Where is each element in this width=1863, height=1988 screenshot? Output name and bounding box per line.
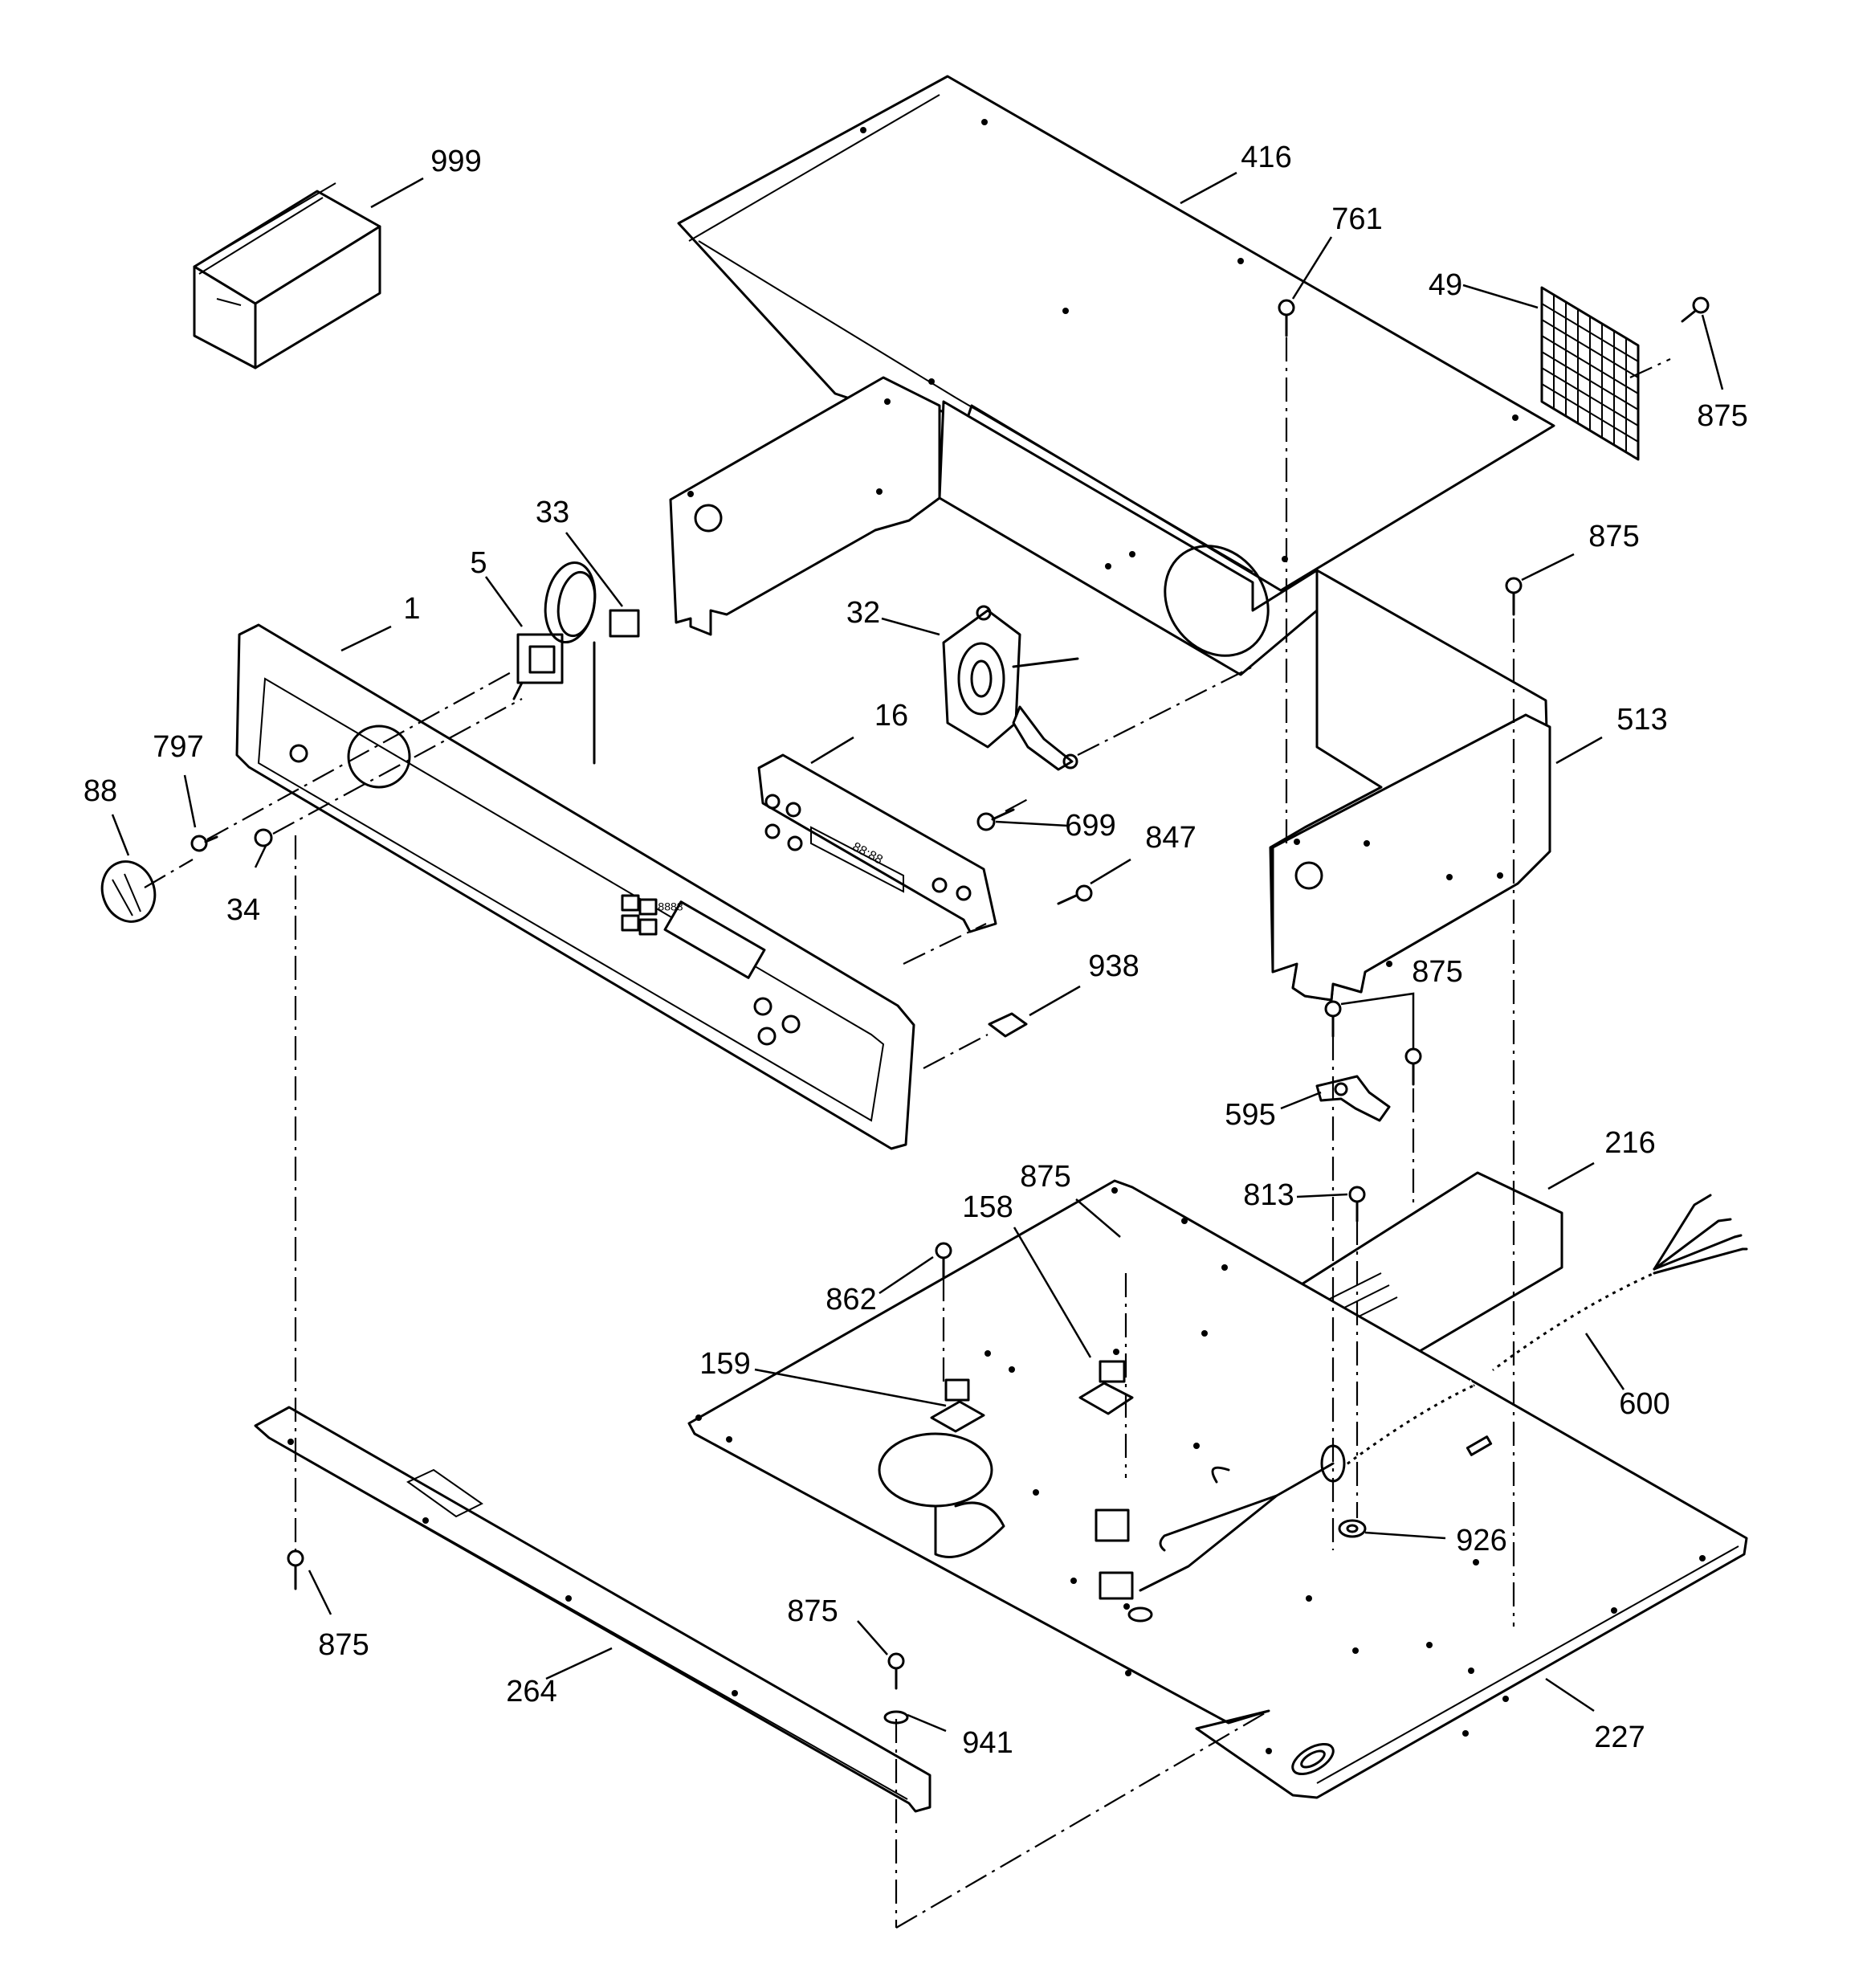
callout-699: 699 bbox=[1065, 809, 1115, 843]
part-32-fan-motor bbox=[942, 605, 1079, 771]
part-1-control-panel: 8888 bbox=[235, 623, 915, 1150]
part-797-screw bbox=[190, 835, 218, 852]
part-158-thermal-switch bbox=[1078, 1360, 1134, 1415]
part-938-clip bbox=[988, 1012, 1028, 1038]
part-875-screw-left-bottom bbox=[287, 1549, 304, 1590]
callout-16: 16 bbox=[874, 699, 908, 733]
part-875-screw-top-right bbox=[1681, 296, 1710, 323]
callout-416: 416 bbox=[1241, 141, 1291, 174]
callout-875-middle: 875 bbox=[1412, 955, 1462, 989]
callout-813: 813 bbox=[1243, 1178, 1294, 1212]
callout-595: 595 bbox=[1225, 1098, 1275, 1132]
control-display-digits: 8888 bbox=[658, 900, 683, 913]
callout-158: 158 bbox=[962, 1190, 1013, 1224]
callout-labels: 999 416 761 49 875 875 33 5 1 32 797 88 … bbox=[84, 141, 1748, 1760]
part-49-screen-mesh bbox=[1540, 286, 1640, 461]
callout-875-trim: 875 bbox=[787, 1594, 838, 1628]
part-264-trim bbox=[254, 1406, 932, 1813]
callout-32: 32 bbox=[846, 596, 880, 630]
callout-227: 227 bbox=[1594, 1721, 1645, 1754]
part-16-electronic-control: 88:88 bbox=[757, 753, 997, 933]
callout-88: 88 bbox=[84, 774, 117, 808]
callout-513: 513 bbox=[1616, 703, 1667, 737]
part-813-screw bbox=[1348, 1186, 1366, 1223]
callout-33: 33 bbox=[536, 496, 569, 529]
callout-941: 941 bbox=[962, 1726, 1013, 1760]
callout-761: 761 bbox=[1331, 202, 1382, 236]
callout-875-left-bottom: 875 bbox=[318, 1628, 369, 1662]
callout-159: 159 bbox=[699, 1347, 750, 1381]
part-159-thermal-switch bbox=[930, 1378, 985, 1433]
callout-926: 926 bbox=[1456, 1524, 1506, 1557]
callout-797: 797 bbox=[153, 730, 203, 764]
callout-875-top-right: 875 bbox=[1697, 399, 1747, 433]
part-5-thermostat bbox=[512, 633, 564, 700]
callout-264: 264 bbox=[506, 1675, 556, 1708]
part-699-screw bbox=[976, 808, 1015, 831]
part-875-screw-trim bbox=[887, 1652, 905, 1690]
part-34-bushing bbox=[254, 828, 273, 847]
callout-1: 1 bbox=[403, 592, 420, 626]
part-595-bracket bbox=[1315, 1075, 1391, 1122]
part-875-screw-right bbox=[1505, 577, 1523, 616]
part-33-sensor-probe bbox=[544, 561, 640, 765]
callout-847: 847 bbox=[1145, 821, 1196, 855]
callout-5: 5 bbox=[470, 546, 487, 580]
part-875-screw-middle bbox=[1324, 1000, 1422, 1086]
callout-34: 34 bbox=[226, 893, 260, 927]
part-227-bottom-panel bbox=[687, 1179, 1748, 1799]
callout-49: 49 bbox=[1429, 268, 1462, 302]
leader-lines bbox=[111, 171, 1724, 1733]
part-926-grommet bbox=[1338, 1519, 1367, 1538]
part-862-screw bbox=[935, 1242, 952, 1279]
part-513-oven-wrapper bbox=[669, 376, 1551, 1002]
callout-999: 999 bbox=[430, 145, 481, 178]
callout-875-right: 875 bbox=[1588, 520, 1639, 553]
callout-600: 600 bbox=[1619, 1387, 1669, 1421]
callout-216: 216 bbox=[1604, 1126, 1655, 1160]
part-847-screw bbox=[1057, 884, 1093, 905]
callout-938: 938 bbox=[1088, 949, 1139, 983]
assembly-lines bbox=[144, 337, 1671, 1929]
part-999-literature-box bbox=[193, 182, 381, 369]
callout-862: 862 bbox=[826, 1283, 876, 1316]
callout-875-bottom-panel: 875 bbox=[1020, 1160, 1070, 1194]
part-761-screw bbox=[1278, 299, 1295, 337]
part-88-knob bbox=[100, 860, 157, 923]
